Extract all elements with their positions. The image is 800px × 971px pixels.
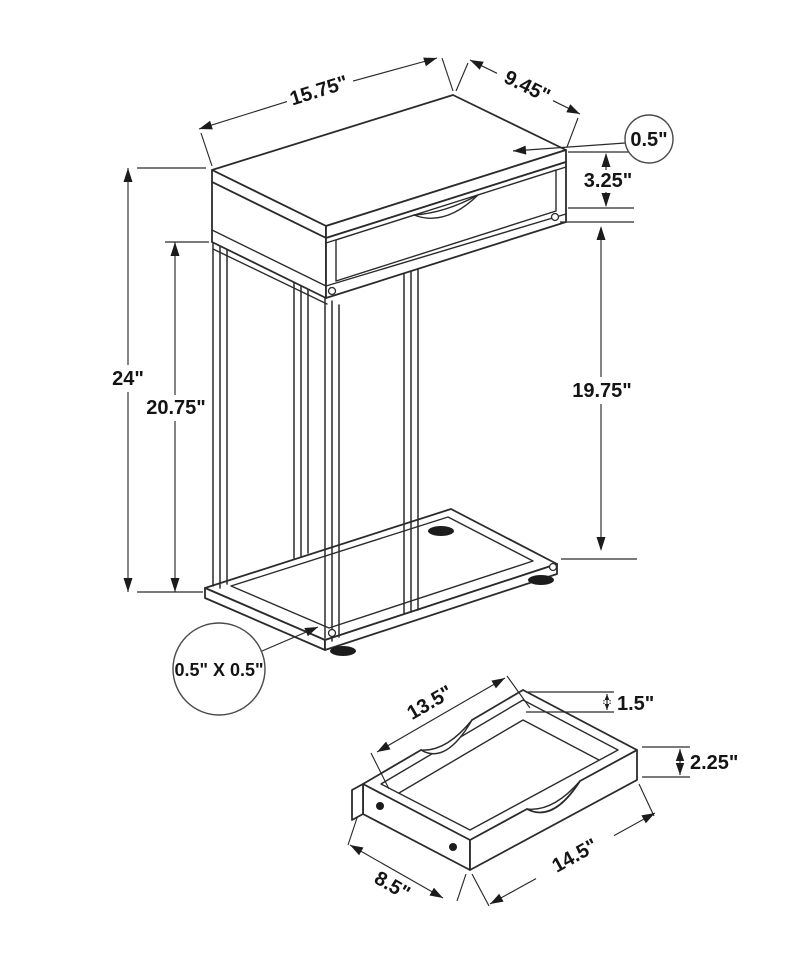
dim-drawer-depth-label: 8.5" bbox=[370, 867, 413, 905]
callout-top-thickness-circle bbox=[624, 114, 674, 164]
drawer-left-face bbox=[362, 783, 471, 871]
dim-top-length-label: 15.75" bbox=[287, 72, 350, 111]
drawer-inner-bottom bbox=[398, 719, 600, 794]
table-drawing: 15.75" 9.45" 0.5" 3.25" 19.75" 24" 20.75… bbox=[112, 57, 674, 716]
drawer-back-scoop bbox=[420, 719, 473, 755]
dim-overall-height-label: 24" bbox=[112, 368, 144, 390]
screw-hole-left bbox=[376, 802, 384, 810]
dim-drawer-face-height-label: 3.25" bbox=[584, 170, 632, 192]
drawer-front-scoop-inner bbox=[526, 780, 581, 810]
table-top-box bbox=[211, 94, 567, 638]
foot-back bbox=[428, 526, 454, 536]
dim-drawer-side-height-label: 2.25" bbox=[690, 752, 738, 774]
drawer-handle-cutout bbox=[413, 194, 479, 219]
leg-back-inner bbox=[293, 282, 309, 559]
screw-cap-base-front bbox=[327, 628, 337, 638]
base-frame-inner bbox=[230, 516, 534, 629]
drawer-front-face bbox=[469, 749, 638, 871]
dim-opening-height-label: 19.75" bbox=[572, 380, 632, 402]
base-frame-skirt-front bbox=[324, 563, 558, 651]
drawer-inner-rim bbox=[380, 699, 619, 831]
dim-frame-height-label: 20.75" bbox=[146, 397, 206, 419]
drawer-extension-lines bbox=[347, 675, 690, 907]
screw-hole-right bbox=[449, 843, 457, 851]
screw-cap-front bbox=[327, 286, 337, 296]
leg-back-left bbox=[212, 242, 228, 589]
drawer-left-end-cap bbox=[351, 783, 364, 821]
dim-drawer-inner-depth-label: 1.5" bbox=[617, 693, 654, 715]
dim-drawer-width-label: 14.5" bbox=[548, 835, 601, 878]
foot-right bbox=[528, 575, 554, 585]
drawer-dimension-lines bbox=[349, 677, 681, 905]
screw-cap-base-right bbox=[548, 562, 558, 572]
extension-lines bbox=[137, 57, 637, 593]
dim-drawer-opening-width-label: 13.5" bbox=[404, 681, 457, 724]
drawer-drawing: 13.5" 1.5" 2.25" 8.5" 14.5" bbox=[347, 675, 738, 907]
drawer-rim-edges bbox=[362, 689, 638, 785]
screw-cap-right bbox=[550, 212, 560, 222]
drawer-front-panel bbox=[211, 166, 567, 305]
leg-front-left bbox=[324, 297, 340, 642]
dim-top-depth-label: 9.45" bbox=[500, 66, 553, 107]
dimension-arrows bbox=[123, 57, 611, 637]
callout-top-thickness-label: 0.5" bbox=[630, 129, 667, 151]
leg-front-inner bbox=[403, 269, 419, 615]
base-frame bbox=[204, 508, 558, 656]
frame-legs bbox=[212, 242, 419, 642]
callout-tube-size-label: 0.5" X 0.5" bbox=[174, 660, 263, 680]
foot-front bbox=[330, 646, 356, 656]
callout-tube-size-circle bbox=[172, 622, 266, 716]
drawer-structure bbox=[351, 689, 638, 871]
